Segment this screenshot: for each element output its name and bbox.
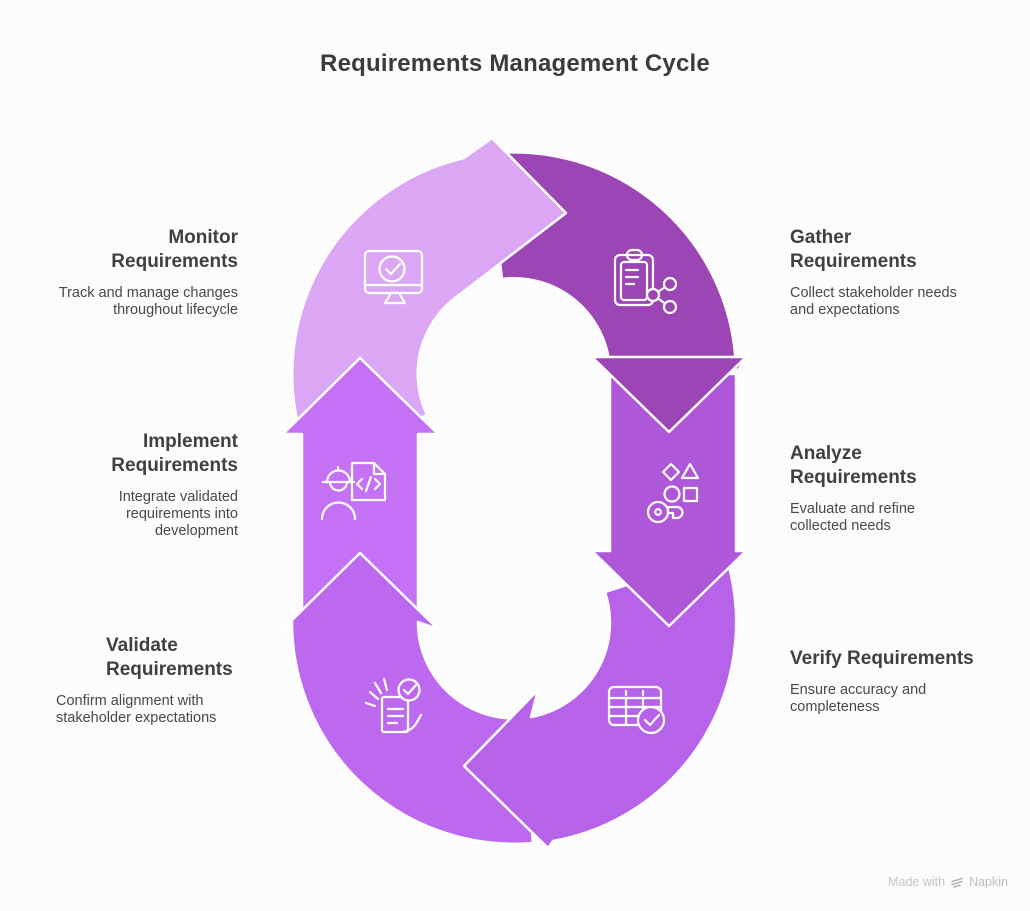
- description-line: collected needs: [790, 518, 891, 534]
- stage-description: Track and manage changes throughout life…: [38, 285, 238, 319]
- stage-heading: Analyze Requirements: [790, 442, 1014, 490]
- key-shapes-icon: [646, 462, 700, 524]
- stage-description: Ensure accuracy and completeness: [790, 682, 1024, 716]
- engineer-code-icon: [320, 461, 387, 521]
- description-line: completeness: [790, 699, 880, 715]
- heading-line: Requirements: [111, 455, 238, 476]
- clipboard-share-icon: [613, 248, 678, 315]
- description-line: requirements into: [125, 506, 238, 522]
- stage-heading: Monitor Requirements: [38, 226, 238, 274]
- description-line: development: [154, 523, 238, 539]
- description-line: and expectations: [790, 302, 900, 318]
- napkin-logo-icon: [951, 877, 963, 888]
- description-line: stakeholder expectations: [56, 710, 217, 726]
- segment-implement: [281, 356, 440, 631]
- stage-heading: Gather Requirements: [790, 226, 1014, 274]
- stage-label-monitor: Monitor Requirements Track and manage ch…: [38, 226, 238, 319]
- description-line: Collect stakeholder needs: [790, 285, 957, 301]
- table-check-icon: [607, 685, 666, 735]
- description-line: Integrate validated: [118, 489, 238, 505]
- stage-label-validate: Validate Requirements Confirm alignment …: [56, 634, 238, 727]
- heading-line: Requirements: [790, 467, 917, 488]
- heading-line: Validate: [106, 635, 178, 656]
- stage-heading: Validate Requirements: [56, 634, 238, 682]
- heading-line: Requirements: [111, 251, 238, 272]
- stage-description: Collect stakeholder needs and expectatio…: [790, 285, 1014, 319]
- stage-label-analyze: Analyze Requirements Evaluate and refine…: [790, 442, 1014, 535]
- description-line: Evaluate and refine: [790, 501, 915, 517]
- segment-gather-arrowhead: [590, 355, 748, 434]
- document-approval-icon: [364, 677, 423, 734]
- watermark-prefix: Made with: [888, 875, 946, 889]
- description-line: throughout lifecycle: [113, 302, 238, 318]
- stage-label-implement: Implement Requirements Integrate validat…: [38, 430, 238, 540]
- stage-label-verify: Verify Requirements Ensure accuracy and …: [790, 647, 1024, 716]
- heading-line: Requirements: [790, 251, 917, 272]
- heading-line: Gather: [790, 227, 852, 248]
- heading-line: Analyze: [790, 443, 862, 464]
- description-line: Track and manage changes: [58, 285, 238, 301]
- watermark-brand: Napkin: [969, 875, 1008, 889]
- stage-description: Confirm alignment with stakeholder expec…: [56, 693, 238, 727]
- stage-description: Evaluate and refine collected needs: [790, 501, 1014, 535]
- monitor-check-icon: [363, 249, 424, 305]
- stage-heading: Verify Requirements: [790, 647, 1024, 671]
- made-with-napkin-watermark: Made with Napkin: [888, 875, 1008, 889]
- heading-line: Verify Requirements: [790, 648, 974, 669]
- heading-line: Requirements: [106, 659, 233, 680]
- description-line: Confirm alignment with: [56, 693, 204, 709]
- stage-label-gather: Gather Requirements Collect stakeholder …: [790, 226, 1014, 319]
- heading-line: Monitor: [168, 227, 238, 248]
- stage-heading: Implement Requirements: [38, 430, 238, 478]
- description-line: Ensure accuracy and: [790, 682, 927, 698]
- diagram-title: Requirements Management Cycle: [320, 50, 710, 77]
- heading-line: Implement: [142, 431, 238, 452]
- stage-description: Integrate validated requirements into de…: [38, 489, 238, 540]
